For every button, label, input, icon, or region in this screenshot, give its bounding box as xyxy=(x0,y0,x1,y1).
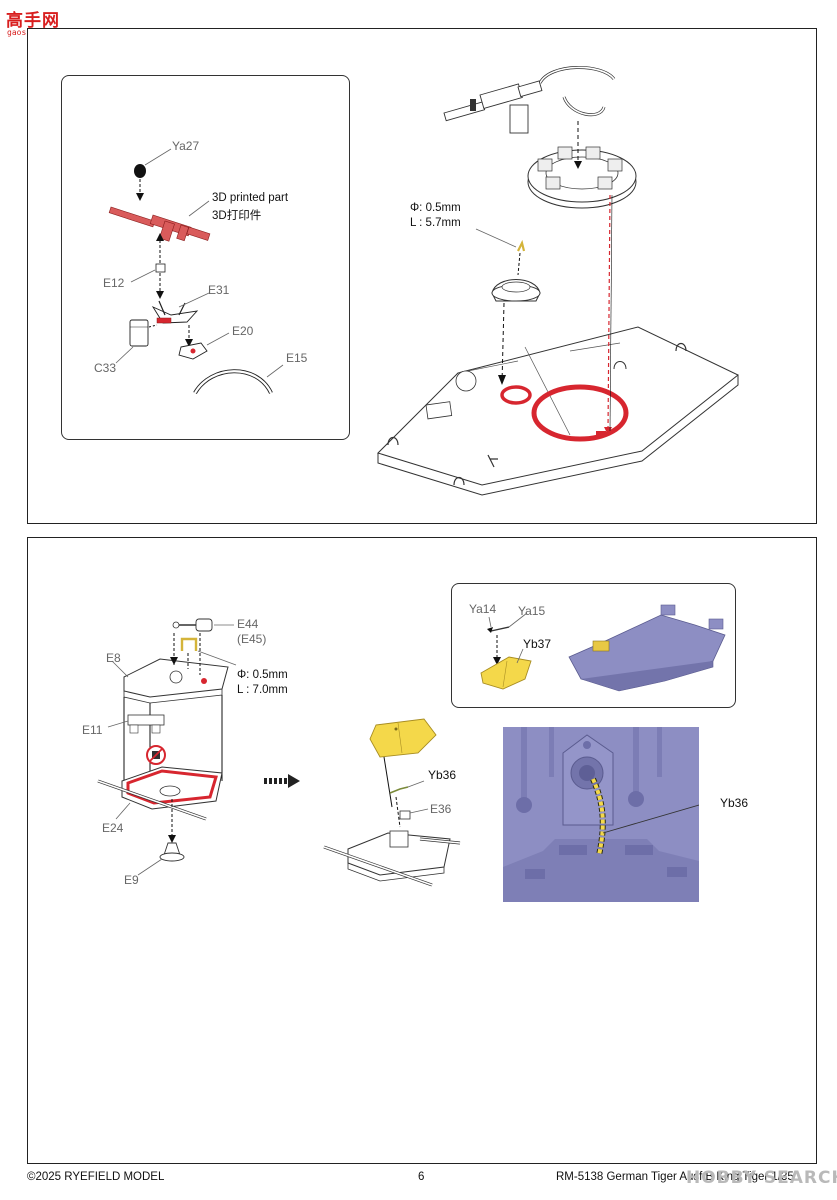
hatch-completed-drawing xyxy=(323,718,461,887)
etch-inset-drawing xyxy=(480,604,726,692)
reference-photo xyxy=(503,727,699,902)
callout-e24: E24 xyxy=(102,821,124,835)
callout-yb37: Yb37 xyxy=(523,637,552,651)
callout-e8: E8 xyxy=(106,651,121,665)
wire-length-b: L : 7.0mm xyxy=(237,684,288,696)
next-step-arrow-icon xyxy=(264,774,300,788)
reference-photo-render xyxy=(503,727,699,902)
callout-3d-printed-en: 3D printed part xyxy=(212,192,289,204)
callout-e15: E15 xyxy=(286,351,308,365)
callout-c33: C33 xyxy=(94,361,117,375)
callout-ya15: Ya15 xyxy=(518,604,546,618)
site-logo-title: 高手网 xyxy=(6,11,60,31)
callout-e44: E44 xyxy=(237,617,259,631)
callout-yb36-photo: Yb36 xyxy=(720,796,749,810)
callout-3d-printed-zh: 3D打印件 xyxy=(212,210,262,222)
turret-roof-drawing xyxy=(377,66,739,496)
footer-page-number: 6 xyxy=(418,1171,425,1183)
hatch-assembly-drawing xyxy=(97,618,237,876)
callout-e20: E20 xyxy=(232,324,254,338)
mg-assembly-drawing xyxy=(108,148,284,395)
callout-e12: E12 xyxy=(103,276,125,290)
wire-diameter-b: Φ: 0.5mm xyxy=(237,669,288,681)
callout-e36: E36 xyxy=(430,802,452,816)
footer-kit-title: RM-5138 German Tiger Ausf.B King Tiger 1… xyxy=(556,1171,794,1183)
callout-ya27: Ya27 xyxy=(172,139,200,153)
callout-yb36-drawing: Yb36 xyxy=(428,768,457,782)
wire-diameter-a: Φ: 0.5mm xyxy=(410,202,461,214)
callout-ya14: Ya14 xyxy=(469,602,497,616)
wire-length-a: L : 5.7mm xyxy=(410,217,461,229)
footer-copyright: ©2025 RYEFIELD MODEL xyxy=(27,1171,165,1183)
callout-e45: (E45) xyxy=(237,632,267,646)
callout-e31: E31 xyxy=(208,283,230,297)
callout-e9: E9 xyxy=(124,873,139,887)
callout-e11: E11 xyxy=(82,723,103,737)
watermark-text: HOBBY SEARCH xyxy=(686,1168,837,1188)
